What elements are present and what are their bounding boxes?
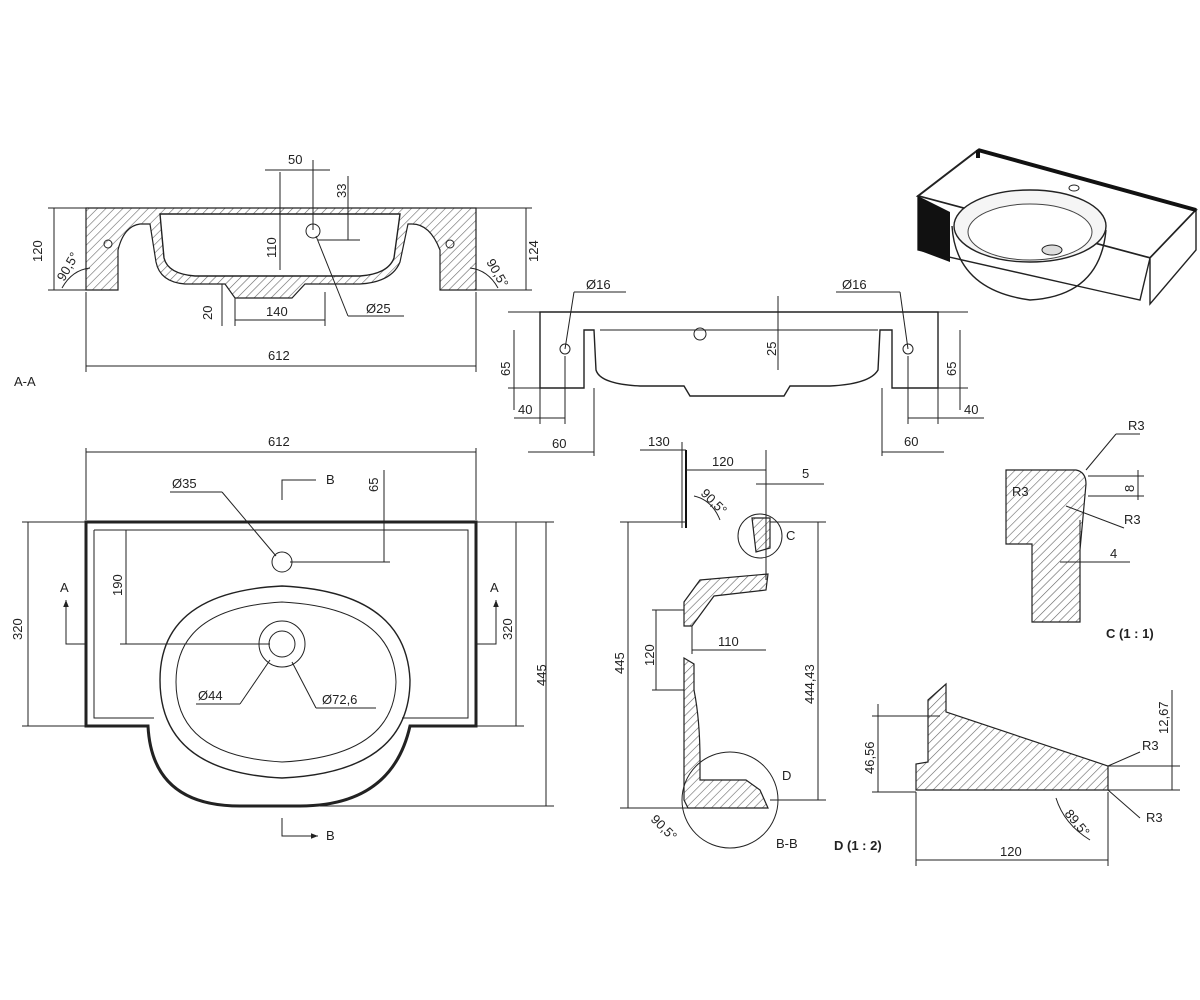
dim-bb-120: 120 xyxy=(712,454,734,469)
section-aa-view: 50 33 110 120 124 90,5° 90,5° 20 140 Ø25 xyxy=(14,152,541,389)
isometric-view xyxy=(915,148,1198,306)
dim-d-r3-bottom: R3 xyxy=(1146,810,1163,825)
dim-d-1267: 12,67 xyxy=(1156,701,1171,734)
dim-bb-445: 445 xyxy=(612,652,627,674)
dim-aa-124: 124 xyxy=(526,240,541,262)
dim-back-25: 25 xyxy=(764,342,779,356)
detail-c-profile xyxy=(1005,469,1087,623)
dim-bb-110: 110 xyxy=(718,634,739,649)
dim-bb-angle-top: 90,5° xyxy=(698,486,730,518)
dim-back-dia16-right: Ø16 xyxy=(842,277,867,292)
dim-c-r3-right: R3 xyxy=(1124,512,1141,527)
dim-top-dia44: Ø44 xyxy=(198,688,223,703)
dim-aa-angle-right: 90,5° xyxy=(483,256,511,290)
top-view-basin-rim xyxy=(159,585,411,779)
dim-aa-140: 140 xyxy=(266,304,288,319)
dim-top-612: 612 xyxy=(268,434,290,449)
back-view: Ø16 Ø16 25 65 65 40 40 60 60 xyxy=(498,277,984,456)
top-view-drain-inner xyxy=(268,630,296,658)
detail-d-circle xyxy=(681,751,779,849)
section-bb-label: B-B xyxy=(776,836,798,851)
iso-left-edge xyxy=(918,196,950,262)
section-bb-back-wall xyxy=(751,517,771,553)
dim-c-r3-top: R3 xyxy=(1128,418,1145,433)
section-mark-b-bottom: B xyxy=(326,828,335,843)
dim-c-r3-left: R3 xyxy=(1012,484,1029,499)
section-mark-a-right: A xyxy=(490,580,499,595)
dim-d-4656: 46,56 xyxy=(862,741,877,774)
dim-back-40-left: 40 xyxy=(518,402,532,417)
section-mark-a-left: A xyxy=(60,580,69,595)
dim-bb-444: 444,43 xyxy=(802,664,817,704)
dim-back-60-right: 60 xyxy=(904,434,918,449)
section-bb-front-wall xyxy=(683,656,769,809)
dim-back-dia16-left: Ø16 xyxy=(586,277,611,292)
dim-top-320-right: 320 xyxy=(500,618,515,640)
dim-bb-5: 5 xyxy=(802,466,809,481)
detail-c-label: C (1 : 1) xyxy=(1106,626,1154,641)
back-view-outline xyxy=(539,311,939,397)
dim-c-4: 4 xyxy=(1110,546,1117,561)
dim-bb-130: 130 xyxy=(648,434,670,449)
dim-top-190: 190 xyxy=(110,574,125,596)
dim-back-65-left: 65 xyxy=(498,362,513,376)
dim-aa-50: 50 xyxy=(288,152,302,167)
section-bb-view: 130 120 5 90,5° C 445 444,43 120 110 D 9… xyxy=(612,434,826,851)
detail-d-view: 46,56 12,67 R3 R3 89,5° 120 D (1 : 2) xyxy=(834,682,1180,866)
dim-bb-120-vertical: 120 xyxy=(642,644,657,666)
detail-d-label: D (1 : 2) xyxy=(834,838,882,853)
dim-d-120: 120 xyxy=(1000,844,1022,859)
dim-back-65-right: 65 xyxy=(944,362,959,376)
detail-c-circle xyxy=(737,513,783,559)
dim-bb-angle-bottom: 90,5° xyxy=(648,812,680,844)
top-view: 612 Ø35 B 65 190 320 320 445 A A xyxy=(10,434,554,843)
dim-top-445: 445 xyxy=(534,664,549,686)
section-aa-side-hole-right xyxy=(445,239,455,249)
dim-top-65: 65 xyxy=(366,478,381,492)
section-mark-b-top: B xyxy=(326,472,335,487)
section-bb-shelf xyxy=(683,573,769,627)
dim-top-dia72: Ø72,6 xyxy=(322,692,357,707)
detail-c-view: R3 R3 R3 8 4 C (1 : 1) xyxy=(1005,418,1154,641)
dim-top-dia35: Ø35 xyxy=(172,476,197,491)
dim-aa-110: 110 xyxy=(264,237,279,258)
back-view-fixing-hole-left xyxy=(559,343,571,355)
back-view-tap-hole xyxy=(693,327,707,341)
dim-d-r3-top: R3 xyxy=(1142,738,1159,753)
section-aa-label: A-A xyxy=(14,374,36,389)
detail-c-callout: C xyxy=(786,528,795,543)
dim-aa-dia25: Ø25 xyxy=(366,301,391,316)
dim-aa-20: 20 xyxy=(200,306,215,320)
dim-d-angle: 89,5° xyxy=(1062,806,1093,839)
dim-aa-612: 612 xyxy=(268,348,290,363)
section-aa-side-hole-left xyxy=(103,239,113,249)
dim-aa-33: 33 xyxy=(334,184,349,198)
top-view-outline xyxy=(84,520,478,808)
dim-aa-120: 120 xyxy=(30,240,45,262)
dim-c-8: 8 xyxy=(1122,485,1137,492)
dim-back-40-right: 40 xyxy=(964,402,978,417)
detail-d-callout: D xyxy=(782,768,791,783)
dim-back-60-left: 60 xyxy=(552,436,566,451)
back-view-fixing-hole-right xyxy=(902,343,914,355)
dim-top-320-left: 320 xyxy=(10,618,25,640)
iso-right-face xyxy=(1149,208,1197,306)
detail-d-profile xyxy=(915,682,1109,791)
dim-aa-angle-left: 90,5° xyxy=(54,250,82,284)
